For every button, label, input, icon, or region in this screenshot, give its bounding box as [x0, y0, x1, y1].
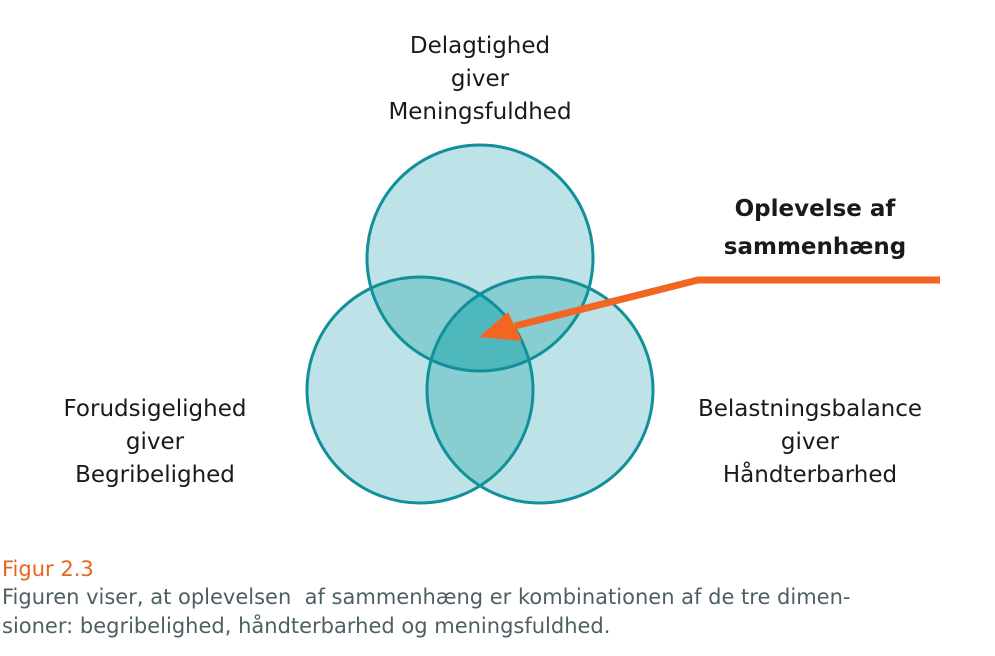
- top-label-line-3: Meningsfuldhed: [388, 99, 572, 125]
- circle-left-outline: [305, 275, 535, 505]
- right-label-line-3: Håndterbarhed: [722, 462, 898, 488]
- callout-line-2: sammenhæng: [723, 234, 907, 260]
- caption-figure-number: Figur 2.3: [2, 557, 94, 581]
- left-label-line-3: Begribelighed: [75, 462, 235, 488]
- right-circle-label: Belastningsbalance giver Håndterbarhed: [670, 393, 950, 492]
- arrow-head: [479, 312, 522, 341]
- caption-line-1: Figuren viser, at oplevelsen af sammenhæ…: [2, 585, 851, 609]
- top-circle-label: Delagtighed giver Meningsfuldhed: [330, 30, 630, 129]
- callout-label: Oplevelse af sammenhæng: [690, 190, 940, 266]
- caption-text: Figuren viser, at oplevelsen af sammenhæ…: [2, 583, 992, 641]
- arrow-line: [514, 276, 940, 330]
- right-label-line-2: giver: [780, 429, 840, 455]
- circle-top-outline: [365, 143, 595, 373]
- callout-line-1: Oplevelse af: [734, 196, 896, 222]
- left-circle-label: Forudsigelighed giver Begribelighed: [20, 393, 290, 492]
- caption-line-2: sioner: begribelighed, håndterbarhed og …: [2, 614, 611, 638]
- left-label-line-2: giver: [125, 429, 185, 455]
- top-label-line-1: Delagtighed: [409, 33, 551, 59]
- top-label-line-2: giver: [450, 66, 510, 92]
- figure-caption: Figur 2.3 Figuren viser, at oplevelsen a…: [2, 556, 992, 641]
- right-label-line-1: Belastningsbalance: [697, 396, 923, 422]
- circle-right-outline: [425, 275, 655, 505]
- left-label-line-1: Forudsigelighed: [63, 396, 247, 422]
